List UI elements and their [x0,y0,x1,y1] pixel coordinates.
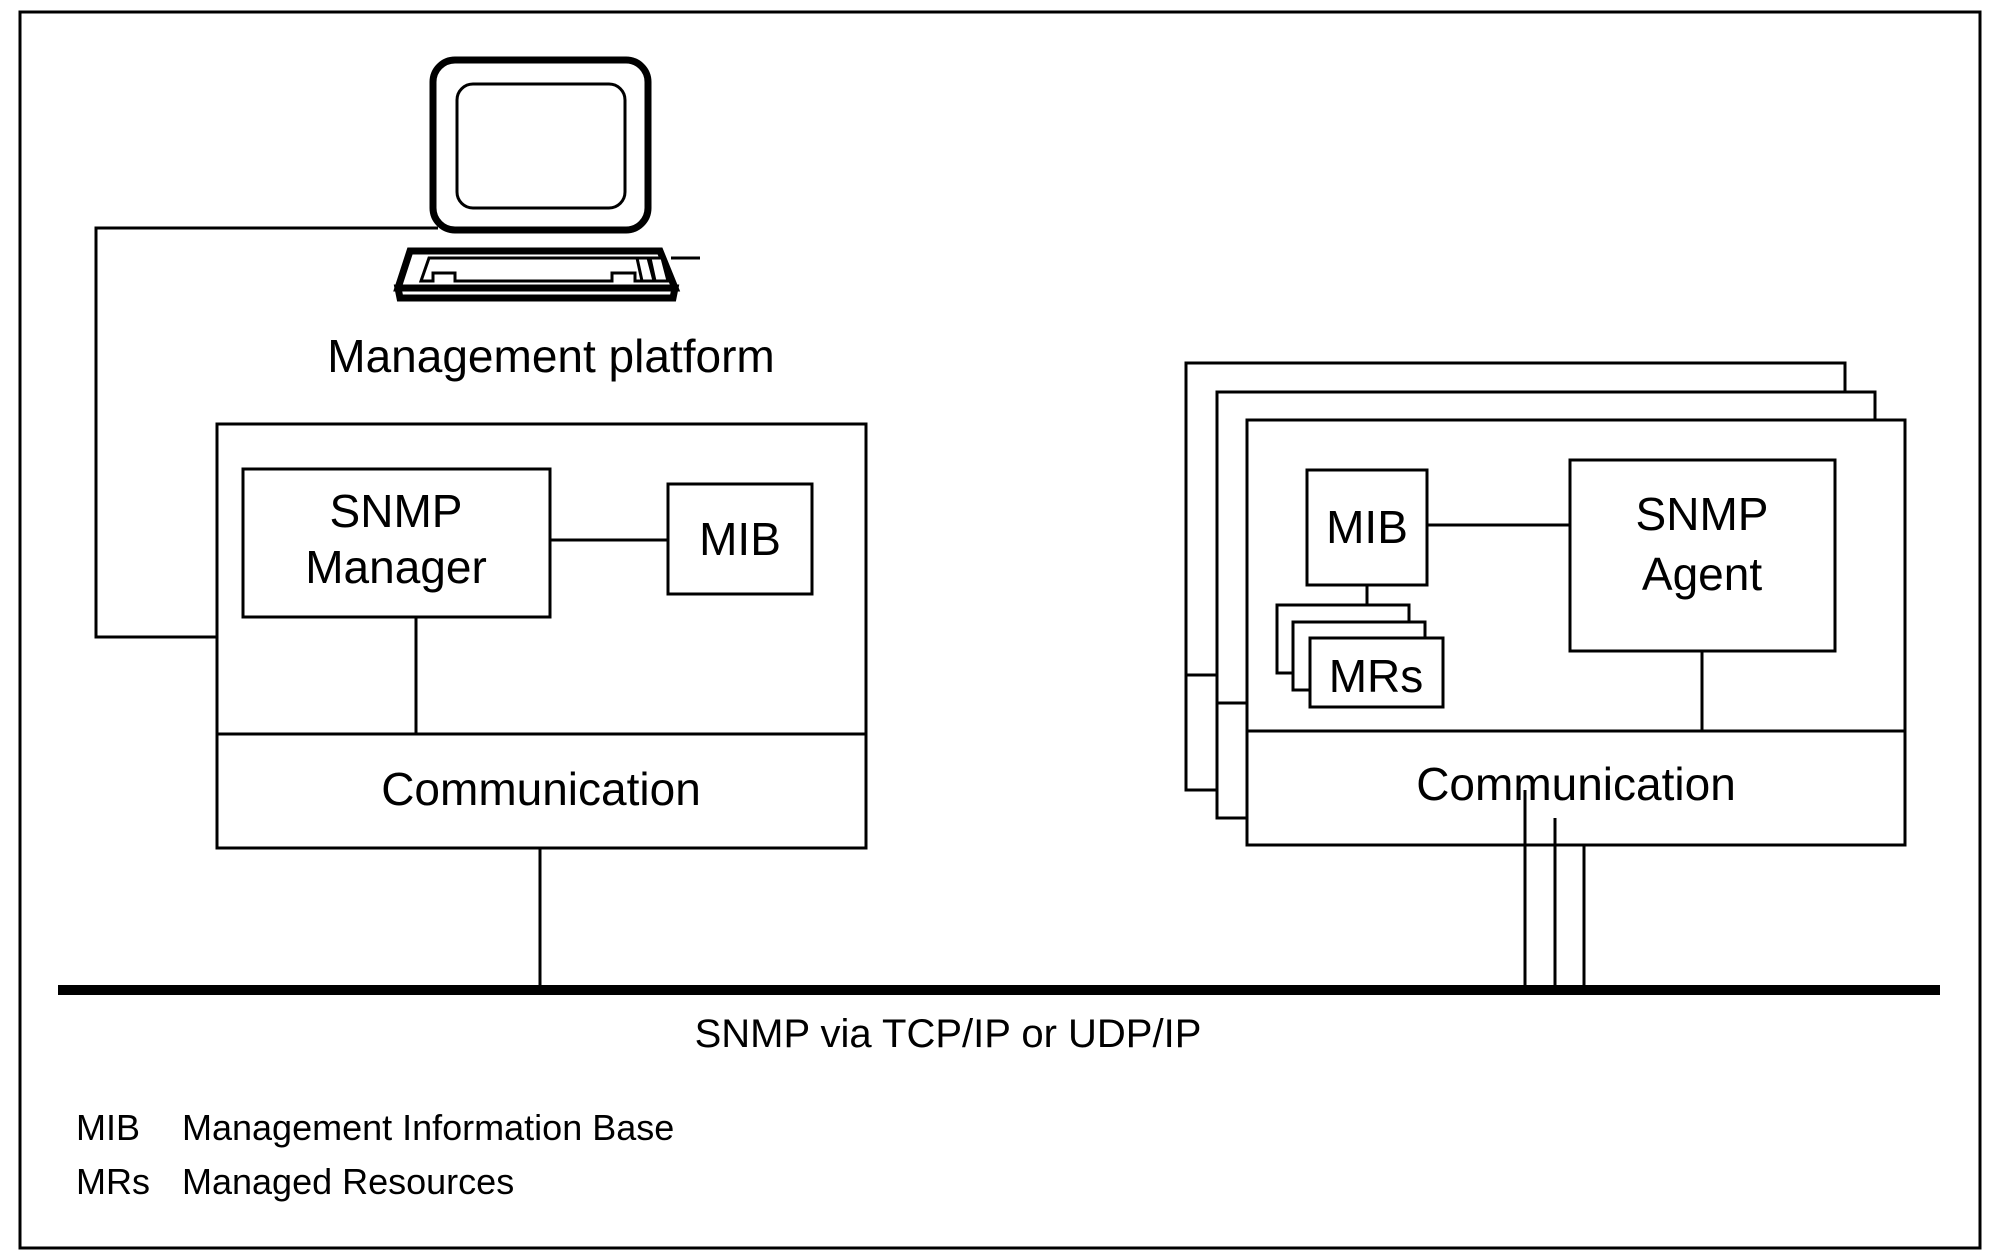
manager-mib-box: MIB [666,482,814,596]
keyboard-keypad-icon [635,256,656,283]
snmp-agent-label-line2: Agent [1642,548,1762,600]
page-border [18,10,1982,1250]
management-platform-caption: Management platform [327,330,774,382]
legend-value-mib: Management Information Base [182,1107,674,1148]
snmp-manager-box: SNMP Manager [241,467,552,619]
bus-protocol-label: SNMP via TCP/IP or UDP/IP [695,1012,1202,1056]
keyboard-icon [393,247,700,302]
legend-key-mib: MIB [76,1107,140,1148]
manager-communication-label: Communication [381,763,701,815]
legend-key-mrs: MRs [76,1161,150,1202]
manager-mib-label: MIB [699,513,781,565]
snmp-agent-box: SNMP Agent [1568,458,1837,653]
snmp-agent-label-line1: SNMP [1636,488,1769,540]
managed-resources-label: MRs [1329,650,1424,702]
legend: MIB Management Information Base MRs Mana… [76,1107,674,1202]
agent-mib-label: MIB [1326,501,1408,553]
workstation-to-platform-connector [94,226,438,639]
computer-monitor-icon [429,56,652,234]
agent-communication-label: Communication [1416,758,1736,810]
snmp-manager-label-line2: Manager [305,541,487,593]
snmp-manager-label-line1: SNMP [330,485,463,537]
legend-value-mrs: Managed Resources [182,1161,514,1202]
agent-mib-box: MIB [1305,468,1429,587]
managed-resources-stack: MRs [1275,603,1445,709]
